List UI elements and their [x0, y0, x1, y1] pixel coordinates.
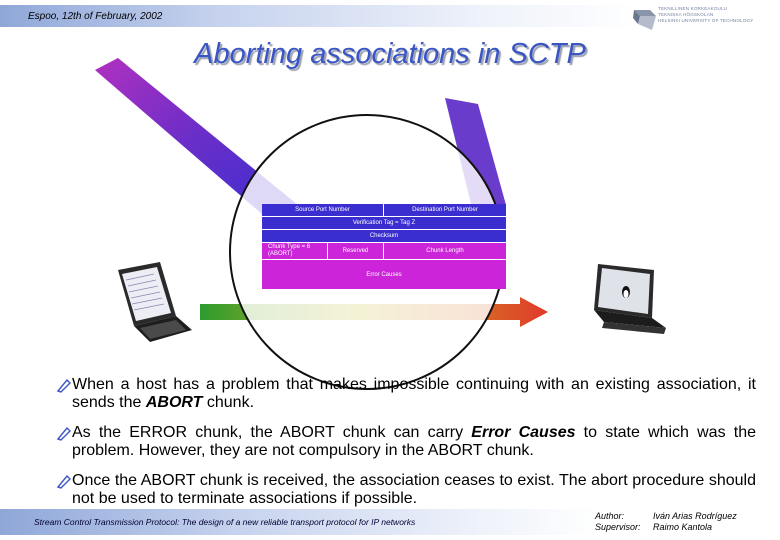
laptop-left-icon: [118, 262, 192, 342]
reserved-field: Reserved: [327, 243, 384, 259]
bullet-item: When a host has a problem that makes imp…: [56, 376, 756, 412]
sctp-abort-packet: Source Port Number Destination Port Numb…: [262, 204, 506, 289]
bullet-item: Once the ABORT chunk is received, the as…: [56, 472, 756, 508]
pen-bullet-icon: [56, 426, 71, 441]
header-date: Espoo, 12th of February, 2002: [28, 11, 163, 22]
footer-text: Stream Control Transmission Protocol: Th…: [34, 517, 416, 527]
chunk-length-field: Chunk Length: [383, 243, 506, 259]
bullet-item: As the ERROR chunk, the ABORT chunk can …: [56, 424, 756, 460]
footer-bar: [0, 509, 600, 535]
header-bar: [0, 5, 640, 27]
slide-title: Aborting associations in SCTP: [194, 38, 586, 70]
verification-tag-field: Verification Tag = Tag Z: [262, 217, 506, 229]
university-name: TEKNILLINEN KORKEAKOULU TEKNISKA HÖGSKOL…: [658, 6, 754, 23]
beam-right: [445, 98, 506, 208]
checksum-field: Checksum: [262, 230, 506, 242]
chunk-type-field: Chunk Type = 6 (ABORT): [262, 243, 328, 259]
credits: Author:Iván Arias Rodríguez Supervisor:R…: [595, 511, 737, 532]
beam-left: [95, 58, 298, 214]
pen-bullet-icon: [56, 378, 71, 393]
error-causes-field: Error Causes: [262, 260, 506, 289]
dest-port-field: Destination Port Number: [384, 204, 506, 216]
bullet-list: When a host has a problem that makes imp…: [56, 376, 756, 520]
laptop-right-icon: [594, 264, 666, 334]
source-port-field: Source Port Number: [262, 204, 384, 216]
university-logo-icon: [633, 10, 656, 30]
pen-bullet-icon: [56, 474, 71, 489]
